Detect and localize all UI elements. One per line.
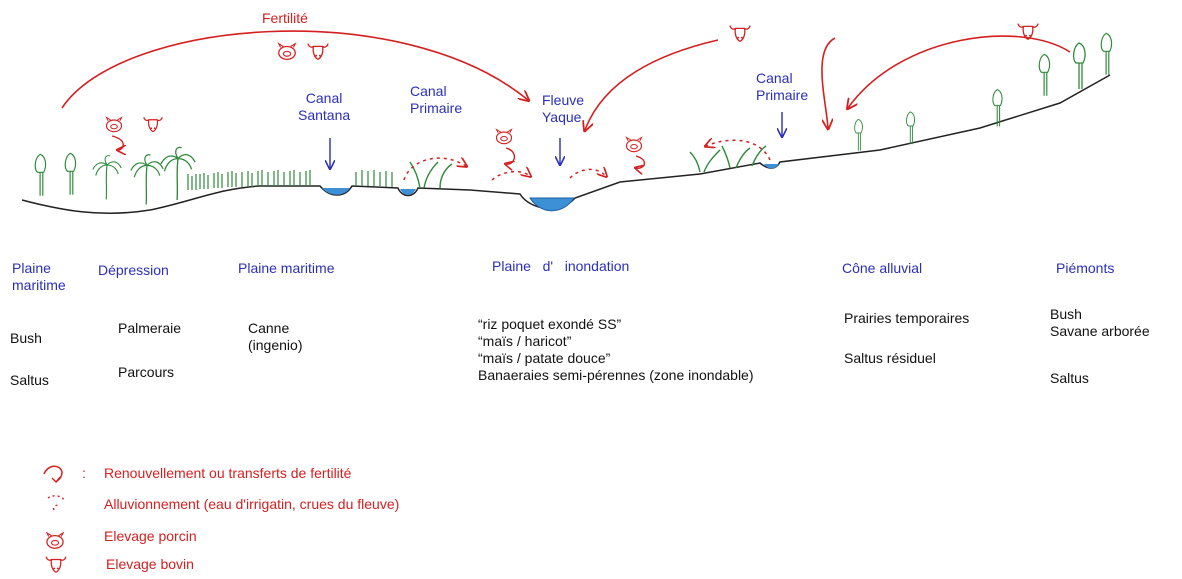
legend-fertility-text: Renouvellement ou transferts de fertilit… xyxy=(104,465,351,481)
fertility-arc-right-b xyxy=(848,36,1070,108)
legend-alluvium-text: Alluvionnement (eau d'irrigatin, crues d… xyxy=(104,496,399,512)
pig-transfer-curl-2 xyxy=(506,148,514,164)
use-saltus-residuel: Saltus résiduel xyxy=(844,350,936,367)
pig-icon xyxy=(627,138,642,152)
cow-icon xyxy=(46,557,66,572)
pig-icon xyxy=(107,118,122,132)
alluvium-arrow-icon xyxy=(48,496,64,510)
zone-depression: Dépression xyxy=(98,262,169,279)
cow-icon xyxy=(730,26,750,42)
fertility-arc-right-a xyxy=(822,38,835,128)
zone-plaine-inondation: Plaine d' inondation xyxy=(492,258,629,275)
river-water xyxy=(530,198,574,211)
use-canne: Canne (ingenio) xyxy=(248,320,302,354)
use-prairies: Prairies temporaires xyxy=(844,310,969,327)
legend-cow-text: Elevage bovin xyxy=(106,556,194,572)
zone-plaine-maritime-1: Plaine maritime xyxy=(12,260,66,294)
pig-icon xyxy=(497,130,512,144)
fertility-label: Fertilité xyxy=(262,10,308,27)
use-palmeraie: Palmeraie xyxy=(118,320,181,337)
pig-icon xyxy=(279,44,296,60)
zone-cone-alluvial: Cône alluvial xyxy=(842,260,922,277)
canal-santana-water xyxy=(322,188,350,195)
pig-transfer-curl-1 xyxy=(112,136,123,150)
alluvium-arc-3 xyxy=(570,169,606,178)
zone-plaine-maritime-2: Plaine maritime xyxy=(238,260,334,277)
cow-icon xyxy=(308,44,328,60)
use-bush-1: Bush xyxy=(10,330,42,347)
canal-santana-label: Canal Santana xyxy=(298,90,350,124)
use-bush-savane: Bush Savane arborée xyxy=(1050,306,1150,340)
zone-piemonts: Piémonts xyxy=(1056,260,1114,277)
fertility-arc-middle xyxy=(585,40,718,130)
legend-pig-text: Elevage porcin xyxy=(104,528,197,544)
use-parcours: Parcours xyxy=(118,364,174,381)
fertility-arrow-icon xyxy=(44,466,62,482)
canal-primaire-label-1: Canal Primaire xyxy=(410,83,462,117)
fleuve-yaque-label: Fleuve Yaque xyxy=(542,92,584,126)
use-saltus-1: Saltus xyxy=(10,372,49,389)
cow-icon xyxy=(144,117,163,131)
use-saltus-2: Saltus xyxy=(1050,370,1089,387)
pig-transfer-curl-3 xyxy=(636,156,644,168)
use-plaine-inondation-crops: “riz poquet exondé SS” “maïs / haricot” … xyxy=(478,316,754,384)
pig-icon xyxy=(47,533,63,548)
canal-primaire-label-2: Canal Primaire xyxy=(756,70,808,104)
alluvium-arc-2 xyxy=(492,172,530,180)
legend-prefix: : xyxy=(82,465,86,481)
